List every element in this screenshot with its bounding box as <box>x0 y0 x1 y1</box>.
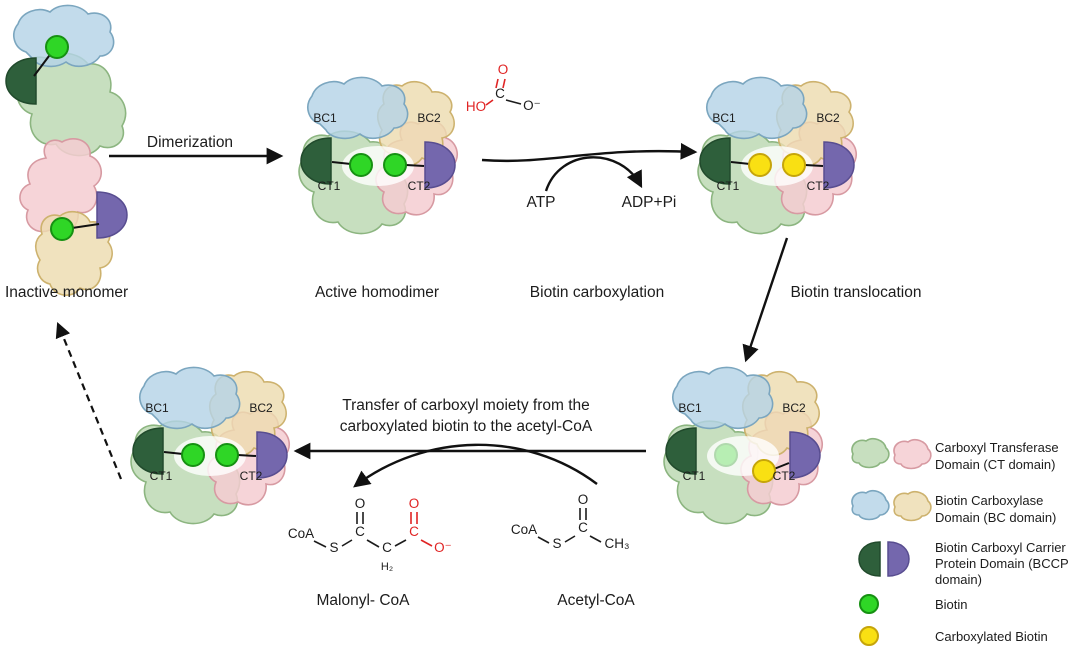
acetyl-coa-structure: CoA S C O CH₃ <box>511 492 630 551</box>
product-homodimer-figure: BC1 BC2 CT1 CT2 <box>130 366 291 525</box>
bc1-label: BC1 <box>678 401 702 415</box>
malonyl-c2: C <box>382 540 392 555</box>
carboxyl-transfer-curve-arrow <box>353 443 598 488</box>
recycle-dashed-arrow <box>55 321 123 480</box>
acetyl-s: S <box>552 536 561 551</box>
legend-bccp-line3: domain) <box>935 572 982 587</box>
legend-bc-line1: Biotin Carboxylase <box>935 493 1043 508</box>
malonyl-s: S <box>329 540 338 555</box>
bc1-label: BC1 <box>712 111 736 125</box>
ct1-label: CT1 <box>318 179 341 193</box>
active-homodimer-label: Active homodimer <box>315 284 439 301</box>
malonyl-o2: O <box>409 496 420 511</box>
malonyl-coa-text: CoA <box>288 526 314 541</box>
ct1-label: CT1 <box>683 469 706 483</box>
biotin-dot <box>215 443 239 467</box>
bc2-label: BC2 <box>782 401 806 415</box>
acetyl-ch3: CH₃ <box>605 536 630 551</box>
legend-ct-pink-blob <box>893 438 932 470</box>
legend-carboxylated-biotin-label: Carboxylated Biotin <box>935 629 1048 644</box>
legend-carboxylated-biotin-dot <box>859 626 879 646</box>
biotin-dot <box>349 153 373 177</box>
biotin-dot <box>45 35 69 59</box>
carboxylation-arrow <box>481 142 698 163</box>
ct2-label: CT2 <box>408 179 431 193</box>
legend-bccp-green <box>858 541 881 577</box>
inactive-monomer-label: Inactive monomer <box>5 284 128 301</box>
bicarbonate-o-top: O <box>498 62 509 77</box>
active-homodimer-figure: BC1 BC2 CT1 CT2 <box>298 76 459 235</box>
bicarbonate-ho: HO <box>466 99 486 114</box>
biotin-dot <box>50 217 74 241</box>
malonyl-o-minus: O⁻ <box>434 540 452 555</box>
malonyl-o1: O <box>355 496 366 511</box>
translocation-arrow <box>742 237 789 363</box>
malonyl-c1: C <box>355 524 365 539</box>
malonyl-h2: H₂ <box>381 561 393 573</box>
acetyl-o: O <box>578 492 589 507</box>
legend-bccp-line1: Biotin Carboxyl Carrier <box>935 540 1066 555</box>
ct2-label: CT2 <box>240 469 263 483</box>
acetyl-coa-label: Acetyl-CoA <box>557 592 635 609</box>
bicarbonate-c: C <box>495 86 505 101</box>
bc2-label: BC2 <box>417 111 441 125</box>
legend-bc-blue-blob <box>851 489 890 521</box>
carboxylated-biotin-dot <box>748 153 772 177</box>
biotin-translocation-label: Biotin translocation <box>791 284 922 301</box>
translocated-homodimer-figure: BC1 BC2 CT1 CT2 <box>663 366 824 525</box>
ct1-label: CT1 <box>150 469 173 483</box>
legend-bc-tan-blob <box>893 490 932 522</box>
legend-bccp-purple <box>887 541 910 577</box>
transfer-label-line2: carboxylated biotin to the acetyl-CoA <box>340 418 593 435</box>
adp-pi-label: ADP+Pi <box>622 194 677 211</box>
legend-biotin-dot <box>859 594 879 614</box>
legend-ct-line1: Carboxyl Transferase <box>935 440 1059 455</box>
malonyl-coa-structure: CoA S C O C H₂ C O O⁻ <box>288 496 452 573</box>
biotin-dot <box>181 443 205 467</box>
bicarbonate-o-minus: O⁻ <box>523 98 541 113</box>
carboxylated-biotin-dot <box>752 459 776 483</box>
malonyl-c3: C <box>409 524 419 539</box>
bc2-label: BC2 <box>816 111 840 125</box>
legend-bccp-line2: Protein Domain (BCCP <box>935 556 1069 571</box>
bicarbonate-structure: O C HO O⁻ <box>466 62 541 114</box>
biotin-carboxylation-label: Biotin carboxylation <box>530 284 664 301</box>
bc1-label: BC1 <box>313 111 337 125</box>
biotin-dot <box>383 153 407 177</box>
acetyl-coa-text: CoA <box>511 522 537 537</box>
carboxylated-homodimer-figure: BC1 BC2 CT1 CT2 <box>697 76 858 235</box>
inactive-monomer-figure <box>5 4 128 296</box>
legend: Carboxyl Transferase Domain (CT domain) … <box>851 437 1069 646</box>
transfer-label-line1: Transfer of carboxyl moiety from the <box>342 397 590 414</box>
legend-ct-green-blob <box>851 437 890 469</box>
bc2-label: BC2 <box>249 401 273 415</box>
ct1-label: CT1 <box>717 179 740 193</box>
malonyl-coa-label: Malonyl- CoA <box>316 592 410 609</box>
biotin-dot-ghost <box>714 443 738 467</box>
acetyl-c: C <box>578 520 588 535</box>
legend-ct-line2: Domain (CT domain) <box>935 457 1055 472</box>
atp-label: ATP <box>527 194 556 211</box>
atp-adp-arrow <box>544 156 643 192</box>
ct2-label: CT2 <box>773 469 796 483</box>
bc1-label: BC1 <box>145 401 169 415</box>
legend-biotin-label: Biotin <box>935 597 968 612</box>
carboxylated-biotin-dot <box>782 153 806 177</box>
ct2-label: CT2 <box>807 179 830 193</box>
dimerization-label: Dimerization <box>147 134 233 151</box>
legend-bc-line2: Domain (BC domain) <box>935 510 1056 525</box>
